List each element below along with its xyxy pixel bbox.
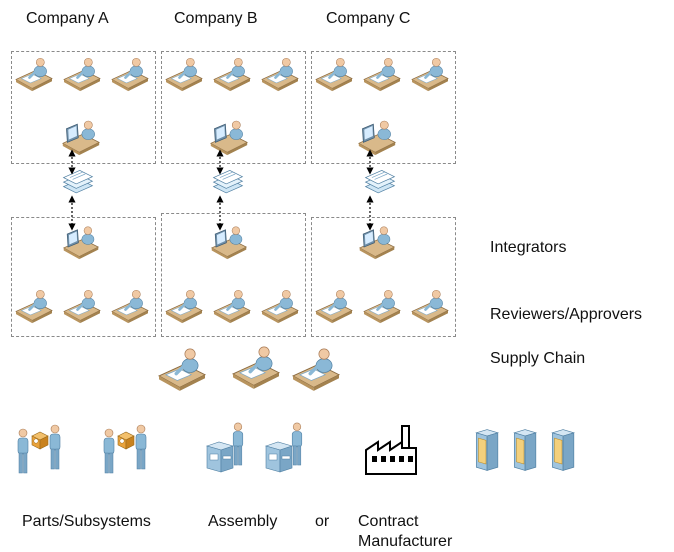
computer-worker-icon [356,222,398,260]
bidirectional-arrow [68,149,76,175]
computer-worker-icon [60,222,102,260]
desk-worker-icon [362,288,402,324]
desk-worker-icon [410,56,450,92]
cabinet-icon [472,428,500,472]
desk-worker-icon [62,56,102,92]
desk-worker-icon [362,56,402,92]
desk-worker-icon [164,56,204,92]
bidirectional-arrow [216,149,224,175]
machine-operator-icon [265,422,303,473]
desk-worker-icon [14,56,54,92]
cabinet-icon [510,428,538,472]
reviewers-label: Reviewers/Approvers [490,306,643,323]
desk-worker-icon [260,288,300,324]
or-label: or [315,513,330,530]
company-c-lower-box [311,217,456,337]
bidirectional-arrow [68,195,76,231]
integrators-label: Integrators [490,239,567,256]
bidirectional-arrow [216,195,224,231]
company-c-label: Company C [326,10,411,27]
desk-worker-icon [110,56,150,92]
company-c-upper-box [311,51,456,164]
company-a-label: Company A [26,10,109,27]
company-b-upper-box [161,51,306,164]
computer-worker-icon [208,222,250,260]
desk-worker-icon [156,346,208,392]
assembly-label: Assembly [208,513,278,530]
company-b-label: Company B [174,10,258,27]
desk-worker-icon [290,346,342,392]
desk-worker-icon [62,288,102,324]
bidirectional-arrow [366,195,374,231]
bidirectional-arrow [366,149,374,175]
supply-chain-label: Supply Chain [490,350,586,367]
machine-operator-icon [206,422,244,473]
desk-worker-icon [260,56,300,92]
desk-worker-icon [410,288,450,324]
desk-worker-icon [110,288,150,324]
desk-worker-icon [314,288,354,324]
contract-label: Contract [358,513,419,530]
computer-worker-icon [356,116,398,156]
manufacturer-label: Manufacturer [358,533,453,550]
parts-subsystems-label: Parts/Subsystems [22,513,151,530]
desk-worker-icon [230,344,282,390]
desk-worker-icon [212,288,252,324]
company-b-lower-box [161,213,306,337]
package-handoff-icon [103,424,147,474]
company-a-upper-box [11,51,156,164]
desk-worker-icon [314,56,354,92]
package-handoff-icon [17,424,61,474]
desk-worker-icon [164,288,204,324]
factory-icon [365,425,417,475]
company-a-lower-box [11,217,156,337]
cabinet-icon [548,428,576,472]
desk-worker-icon [212,56,252,92]
desk-worker-icon [14,288,54,324]
